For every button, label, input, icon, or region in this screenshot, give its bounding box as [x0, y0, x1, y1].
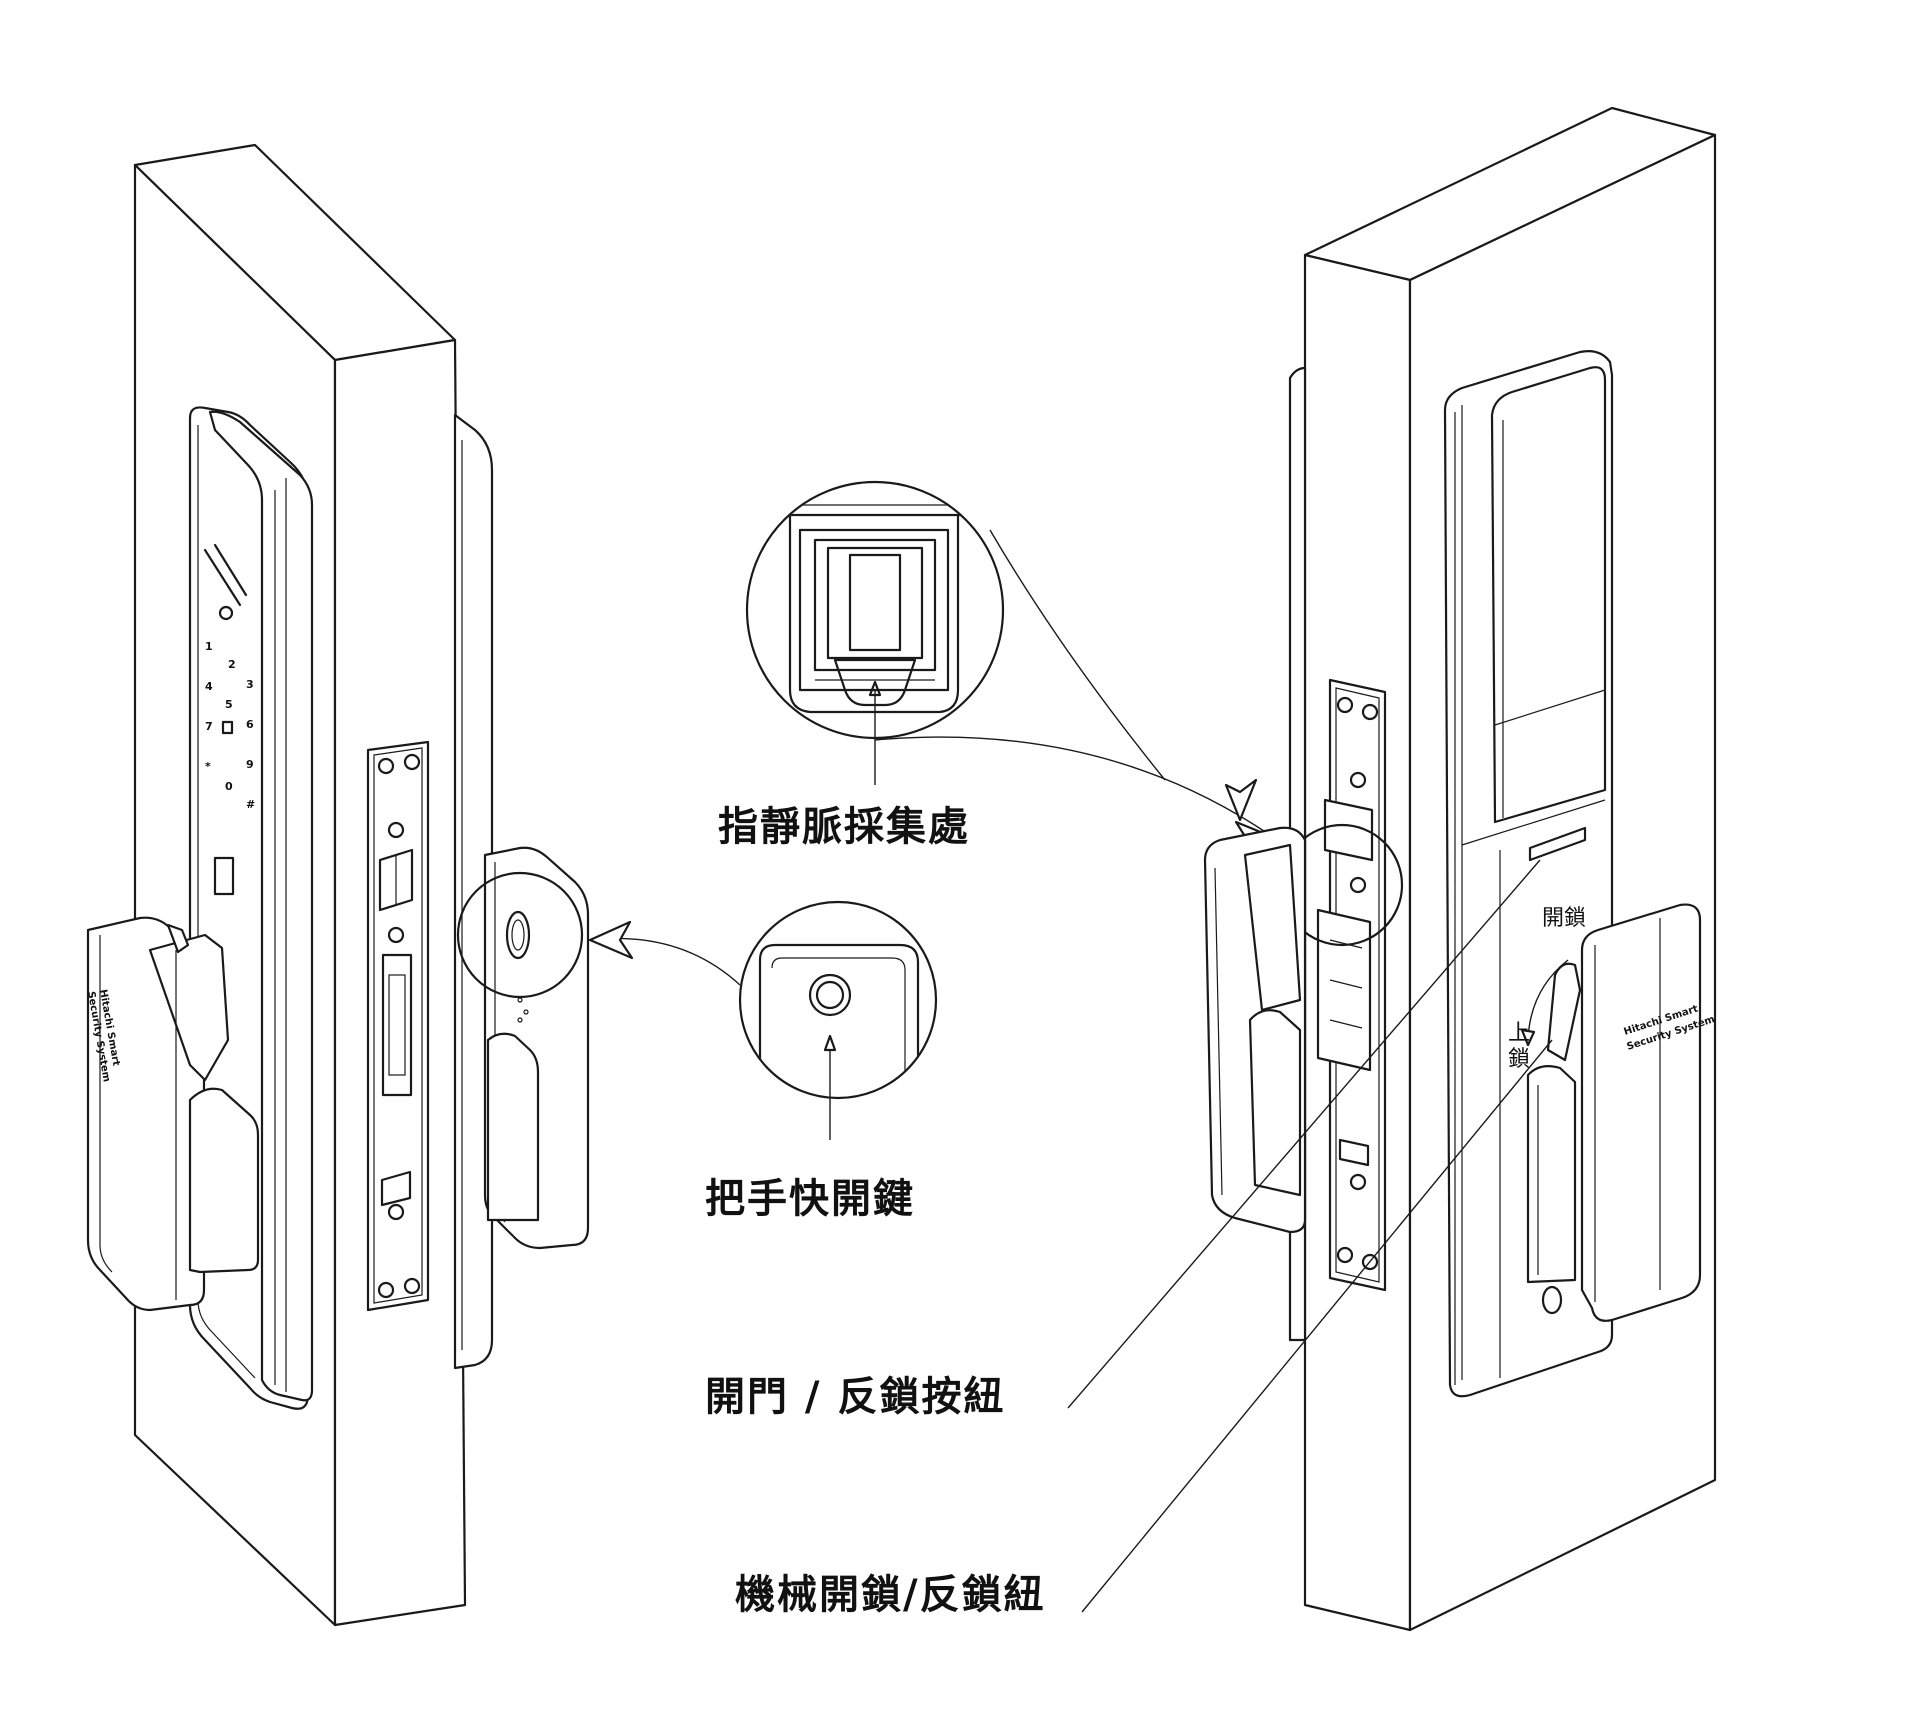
lock-label-top: 上 [1508, 1021, 1530, 1046]
screw [387, 926, 405, 944]
mechanical-knob-label: 機械開鎖/反鎖紐 [735, 1572, 1046, 1618]
right-inner-handle [1203, 826, 1307, 1234]
vein-sensor [848, 553, 902, 652]
screw [403, 753, 421, 771]
key-8-box [221, 720, 234, 735]
open-deadbolt-label: 開門 / 反鎖按紐 [705, 1374, 1005, 1420]
finger-vein-leader-arrow [1224, 778, 1258, 822]
open-deadbolt-leader [1067, 859, 1541, 1409]
quick-open-magnifier [738, 900, 938, 1100]
quick-open-button [808, 973, 852, 1017]
quick-open-leader-arrow [588, 920, 634, 960]
key-5: 5 [225, 698, 233, 711]
left-inner-handle [483, 846, 590, 1250]
key-hash: # [246, 798, 255, 811]
mechanical-knob [1546, 962, 1582, 1062]
left-keypad: 1 2 3 4 5 6 7 9 * 0 # [203, 543, 255, 896]
key-star: * [205, 760, 211, 773]
quick-open-detail [738, 900, 938, 1140]
key-4: 4 [205, 680, 213, 693]
right-trigger-latch [1338, 1138, 1370, 1167]
finger-vein-leader [989, 529, 1166, 781]
key-0: 0 [225, 780, 233, 793]
quick-open-label: 把手快開鍵 [705, 1176, 915, 1222]
screw [1336, 1246, 1354, 1264]
left-faceplate [366, 740, 430, 1312]
screw [1361, 703, 1379, 721]
finger-vein-label: 指靜脈採集處 [718, 804, 970, 850]
key-9: 9 [246, 758, 254, 771]
right-deadbolt [1316, 908, 1372, 1072]
key-cylinder [1541, 1285, 1563, 1315]
lock-label-bottom: 鎖 [1508, 1047, 1530, 1072]
left-outer-handle: Hitachi Smart Security System [85, 916, 260, 1312]
screw [377, 757, 395, 775]
deadbolt-slot [381, 953, 413, 1097]
card-reader [213, 856, 235, 896]
key-1: 1 [205, 640, 213, 653]
screw [1349, 876, 1367, 894]
trigger-latch [380, 1170, 412, 1207]
open-deadbolt-button [1528, 826, 1587, 862]
keypad-lock-icon [218, 605, 234, 621]
left-key-highlight-circle [456, 871, 584, 999]
right-latch-bolt [1323, 798, 1374, 862]
mechanical-knob-leader [1081, 1039, 1553, 1613]
screw [403, 1277, 421, 1295]
right-display-screen [1490, 366, 1607, 824]
unlock-label: 開鎖 [1542, 906, 1586, 931]
key-2: 2 [228, 658, 236, 671]
screw [1349, 1173, 1367, 1191]
screw [387, 1203, 405, 1221]
screw [1349, 771, 1367, 789]
finger-vein-leader-2 [874, 736, 1271, 836]
right-outer-handle: Hitachi Smart Security System [1546, 903, 1716, 1322]
left-rear-lock-body [453, 413, 494, 1370]
key-7: 7 [205, 720, 213, 733]
left-door: 1 2 3 4 5 6 7 9 * 0 # Hitachi Smart Secu… [85, 143, 590, 1627]
finger-vein-detail [745, 480, 1005, 785]
screw [1361, 1253, 1379, 1271]
key-6: 6 [246, 718, 254, 731]
screw [387, 821, 405, 839]
quick-open-key [505, 910, 531, 960]
right-door: Hitachi Smart Security System 開鎖 上 鎖 [1203, 106, 1716, 1632]
screw [377, 1281, 395, 1299]
screw [1336, 696, 1354, 714]
keypad-diagonal-mark [203, 548, 242, 607]
key-3: 3 [246, 678, 254, 691]
